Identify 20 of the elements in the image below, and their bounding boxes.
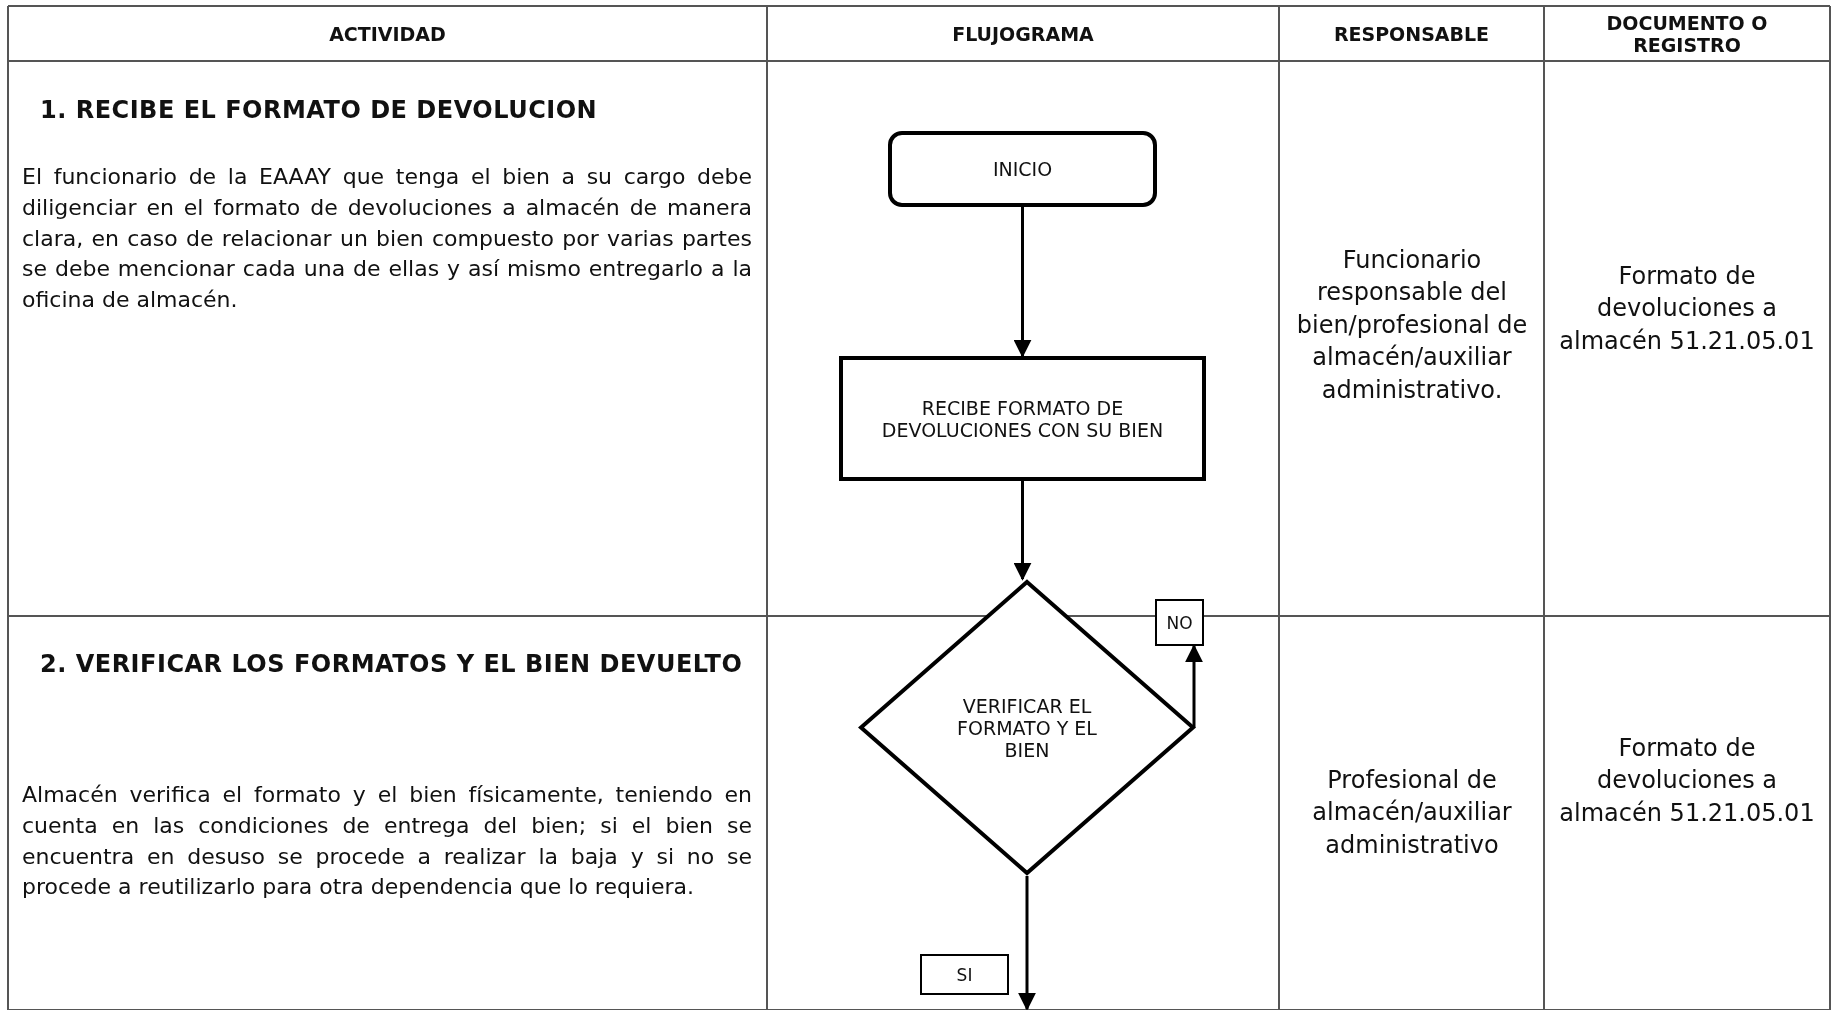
- arrow: [1013, 207, 1032, 358]
- process-box: RECIBE FORMATO DE DEVOLUCIONES CON SU BIEN: [839, 356, 1206, 481]
- activity-description: El funcionario de la EAAAY que tenga el bien a su cargo debe diligenciar en el formato de devoluciones a almacén de manera clara, en caso de relacionar un bien compuesto por varias partes se debe mencionar cada una de ellas y así mismo entregarlo a la oficina de almacén.: [22, 164, 752, 313]
- arrow: [1013, 481, 1032, 581]
- arrow: [1018, 876, 1036, 1010]
- column-header: RESPONSABLE: [1333, 22, 1490, 45]
- start-box: INICIO: [888, 131, 1157, 207]
- activity-description: Almacén verifica el formato y el bien físicamente, teniendo en cuenta en las condiciones de entrega del bien; si el bien se encuentra en desuso se procede a realizar la baja y si no se procede a reutilizarlo para otra dependencia que lo requiera.: [22, 782, 752, 900]
- branch-label-box: NO: [1155, 599, 1204, 646]
- activity-heading: 2. VERIFICAR LOS FORMATOS Y EL BIEN DEVUELTO: [40, 650, 743, 678]
- activity-heading: 1. RECIBE EL FORMATO DE DEVOLUCION: [40, 96, 598, 124]
- column-header: DOCUMENTO O REGISTRO: [1605, 11, 1769, 56]
- responsible-text: Profesional de almacén/auxiliar administrativo: [1312, 766, 1512, 859]
- arrow: [1185, 644, 1203, 728]
- column-header: FLUJOGRAMA: [952, 22, 1094, 45]
- responsible-text: Funcionario responsable del bien/profesional de almacén/auxiliar administrativo.: [1296, 246, 1528, 404]
- branch-label-box: SI: [920, 954, 1009, 995]
- document-text: Formato de devoluciones a almacén 51.21.05.01: [1559, 734, 1815, 827]
- document-text: Formato de devoluciones a almacén 51.21.05.01: [1559, 262, 1815, 355]
- column-header: ACTIVIDAD: [329, 22, 446, 45]
